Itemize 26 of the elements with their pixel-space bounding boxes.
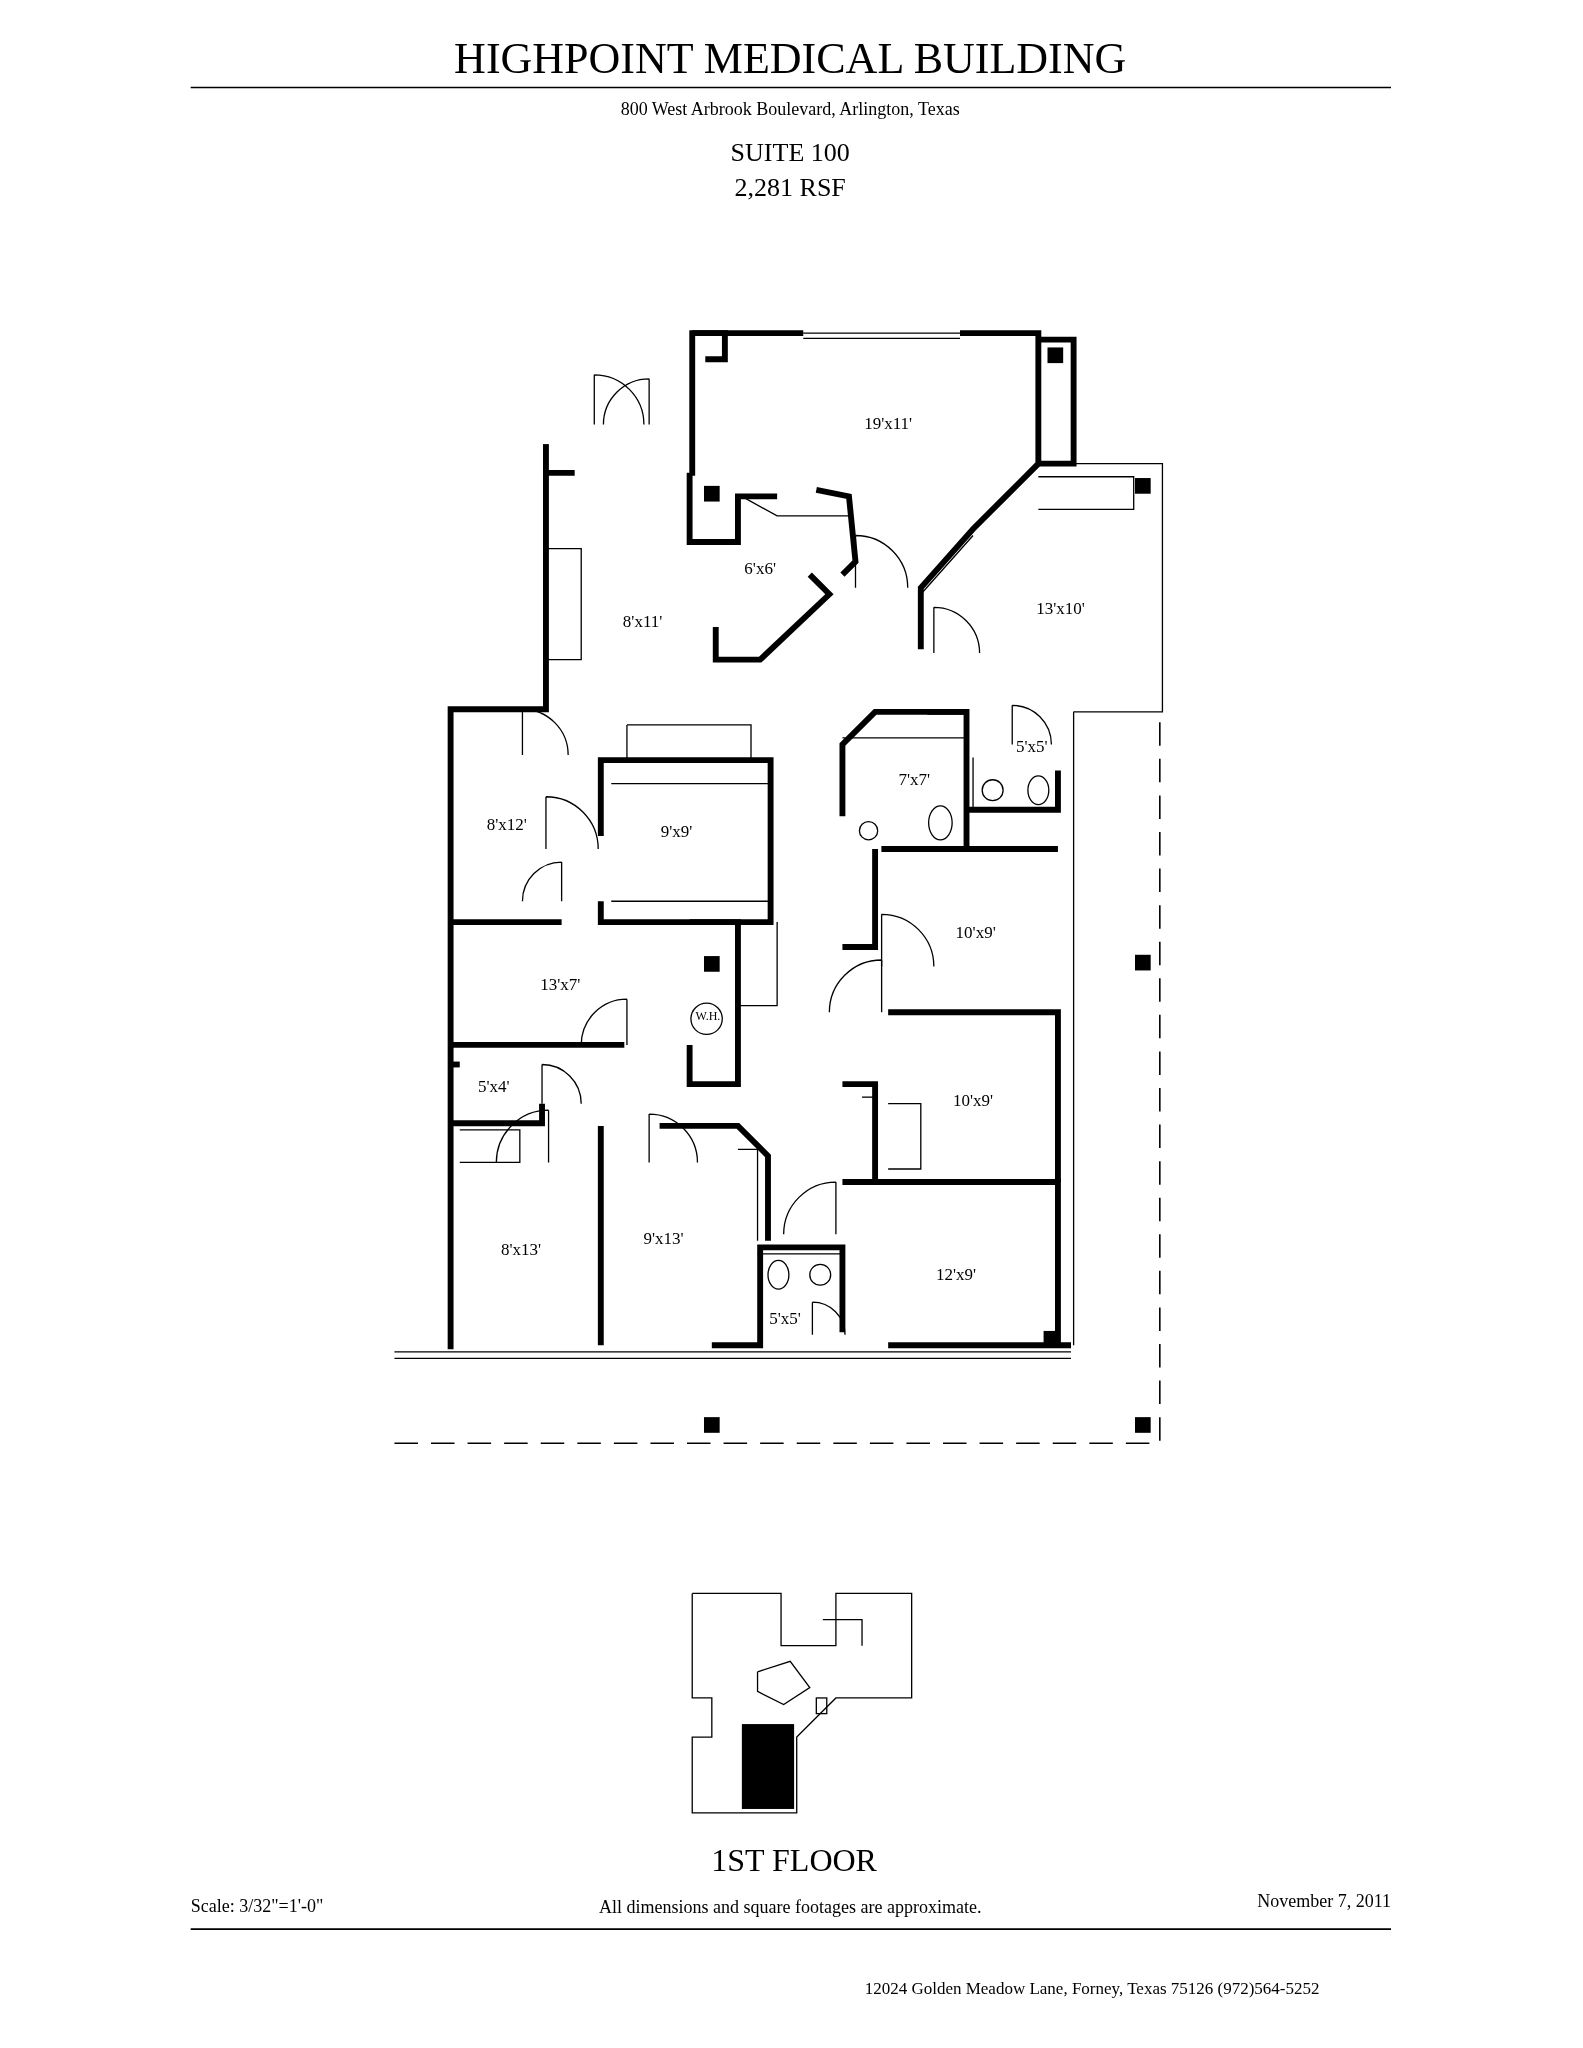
room-dimension-label: 13'x10' [1036, 599, 1085, 618]
area-text: 2,281 RSF [734, 173, 846, 203]
floor-label: 1ST FLOOR [711, 1843, 877, 1879]
title: HIGHPOINT MEDICAL BUILDING [454, 34, 1127, 83]
room-dimension-label: 10'x9' [953, 1091, 994, 1111]
room-dimension-label: 6'x6' [744, 560, 776, 579]
room-dimension-label: 9'x9' [660, 822, 693, 842]
room-dimension-label: 8'x11' [622, 612, 663, 632]
scale-note: Scale: 3/32"=1'-0" [190, 1897, 324, 1917]
room-dimension-label: 5'x4' [477, 1077, 510, 1096]
room-dimension-label: 10'x9' [955, 923, 996, 942]
room-dimension-label: 7'x7' [898, 770, 931, 790]
address-text: 800 West Arbrook Boulevard, Arlington, Texas [620, 99, 960, 120]
room-dimension-label: 9'x13' [643, 1230, 684, 1249]
room-dimension-label: 13'x7' [540, 975, 581, 995]
room-dimension-label: 5'x5' [769, 1309, 801, 1329]
room-dimension-label: 8'x12' [486, 816, 527, 835]
water-heater-label: W.H. [695, 1010, 721, 1025]
room-dimension-label: 5'x5' [1016, 737, 1048, 757]
disclaimer-note: All dimensions and square footages are approximate. [599, 1898, 982, 1919]
room-dimension-label: 12'x9' [936, 1265, 977, 1285]
contact-address: 12024 Golden Meadow Lane, Forney, Texas 75126 (972)564-5252 [864, 1979, 1320, 1999]
date-text: November 7, 2011 [1257, 1891, 1391, 1912]
suite-number: SUITE 100 [730, 138, 850, 168]
room-dimension-label: 19'x11' [864, 415, 913, 434]
room-dimension-label: 8'x13' [501, 1240, 542, 1260]
